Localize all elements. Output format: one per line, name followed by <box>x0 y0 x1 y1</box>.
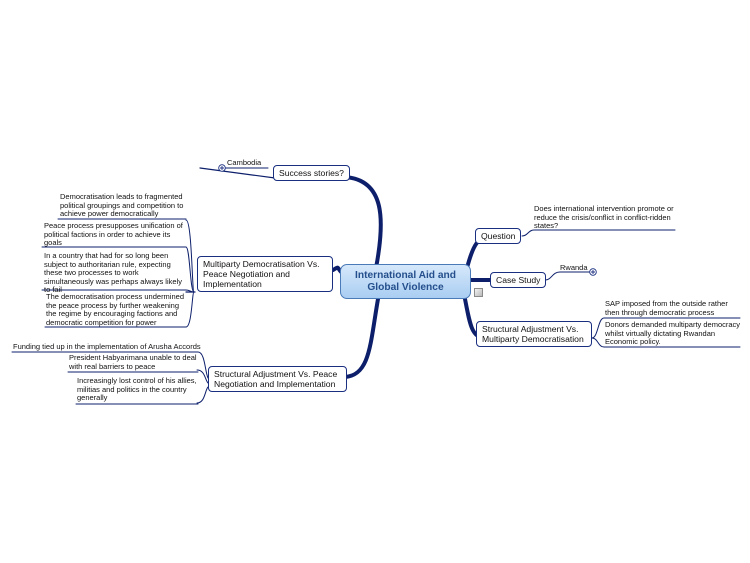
multiparty-child-1[interactable]: Democratisation leads to fragmented poli… <box>60 192 184 219</box>
structural-peace-child-3[interactable]: Increasingly lost control of his allies,… <box>77 376 197 403</box>
cambodia-node[interactable]: Cambodia <box>227 158 262 167</box>
structural-multiparty-child-2[interactable]: Donors demanded multiparty democracy whi… <box>605 320 741 347</box>
multiparty-child-2[interactable]: Peace process presupposes unification of… <box>44 221 183 248</box>
expand-plus-icon-rwanda[interactable] <box>589 268 597 276</box>
note-icon[interactable] <box>474 288 483 297</box>
question-node[interactable]: Question <box>475 228 522 244</box>
multiparty-child-3[interactable]: In a country that had for so long been s… <box>44 251 182 295</box>
multiparty-child-4[interactable]: The democratisation process undermined t… <box>46 292 184 327</box>
structural-peace-child-2[interactable]: President Habyarimana unable to deal wit… <box>69 353 197 371</box>
central-topic[interactable]: International Aid and Global Violence <box>340 264 471 299</box>
case-study-node[interactable]: Case Study <box>490 272 547 288</box>
rwanda-node[interactable]: Rwanda <box>560 263 588 272</box>
question-child[interactable]: Does international intervention promote … <box>534 204 674 231</box>
success-stories-node[interactable]: Success stories? <box>273 165 350 181</box>
structural-multiparty-child-1[interactable]: SAP imposed from the outside rather then… <box>605 299 728 317</box>
structural-adjustment-multiparty-node[interactable]: Structural Adjustment Vs. Multiparty Dem… <box>476 321 592 347</box>
expand-plus-icon-cambodia[interactable] <box>218 164 226 172</box>
structural-adjustment-peace-node[interactable]: Structural Adjustment Vs. Peace Negotiat… <box>208 366 347 392</box>
multiparty-democratisation-node[interactable]: Multiparty Democratisation Vs. Peace Neg… <box>197 256 333 292</box>
structural-peace-child-1[interactable]: Funding tied up in the implementation of… <box>13 342 201 351</box>
